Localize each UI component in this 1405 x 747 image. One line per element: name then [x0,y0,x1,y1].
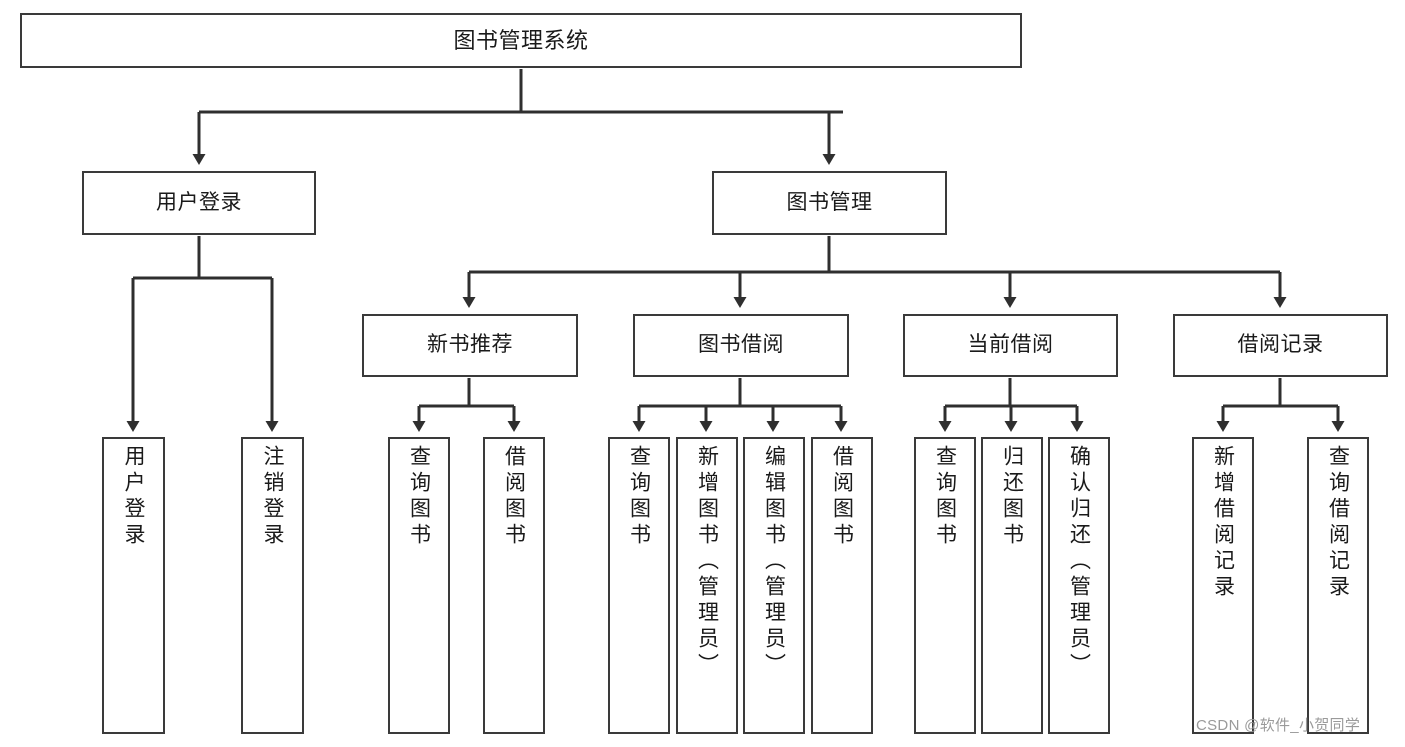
node-new-book-rec[interactable]: 新书推荐 [362,314,578,377]
leaf-user-login[interactable]: 用户登录 [102,437,165,734]
node-book-borrow[interactable]: 图书借阅 [633,314,849,377]
leaf-borrow-book-2-label: 借阅图书 [830,445,854,549]
node-user-login[interactable]: 用户登录 [82,171,316,235]
leaf-borrow-book-1-label: 借阅图书 [502,445,526,549]
node-book-manage-label: 图书管理 [786,190,873,214]
node-new-book-rec-label: 新书推荐 [427,333,513,357]
leaf-query-book-1-label: 查询图书 [407,445,431,549]
leaf-edit-book-label: 编辑图书（管理员） [762,445,786,679]
node-current-borrow-label: 当前借阅 [967,333,1054,357]
node-current-borrow[interactable]: 当前借阅 [903,314,1118,377]
leaf-borrow-book-2[interactable]: 借阅图书 [811,437,873,734]
node-book-borrow-label: 图书借阅 [698,333,784,357]
leaf-return-book-label: 归还图书 [1000,445,1024,549]
leaf-borrow-book-1[interactable]: 借阅图书 [483,437,545,734]
node-root[interactable]: 图书管理系统 [20,13,1022,68]
leaf-user-login-label: 用户登录 [122,445,145,549]
node-user-login-label: 用户登录 [156,190,242,214]
leaf-confirm-return[interactable]: 确认归还（管理员） [1048,437,1110,734]
leaf-query-record-label: 查询借阅记录 [1326,445,1350,601]
leaf-logout[interactable]: 注销登录 [241,437,304,734]
leaf-add-book-label: 新增图书（管理员） [695,445,719,679]
node-root-label: 图书管理系统 [453,27,589,53]
leaf-logout-label: 注销登录 [261,445,284,549]
node-borrow-record-label: 借阅记录 [1237,333,1324,357]
leaf-add-record-label: 新增借阅记录 [1211,445,1235,601]
leaf-query-book-2[interactable]: 查询图书 [608,437,670,734]
csdn-watermark: CSDN @软件_小贺同学 [1196,717,1361,734]
leaf-add-book[interactable]: 新增图书（管理员） [676,437,738,734]
leaf-add-record[interactable]: 新增借阅记录 [1192,437,1254,734]
leaf-query-book-1[interactable]: 查询图书 [388,437,450,734]
leaf-query-book-3-label: 查询图书 [933,445,957,549]
leaf-edit-book[interactable]: 编辑图书（管理员） [743,437,805,734]
node-book-manage[interactable]: 图书管理 [712,171,947,235]
leaf-query-book-2-label: 查询图书 [627,445,651,549]
leaf-confirm-return-label: 确认归还（管理员） [1067,445,1091,679]
leaf-return-book[interactable]: 归还图书 [981,437,1043,734]
node-borrow-record[interactable]: 借阅记录 [1173,314,1388,377]
leaf-query-record[interactable]: 查询借阅记录 [1307,437,1369,734]
leaf-query-book-3[interactable]: 查询图书 [914,437,976,734]
